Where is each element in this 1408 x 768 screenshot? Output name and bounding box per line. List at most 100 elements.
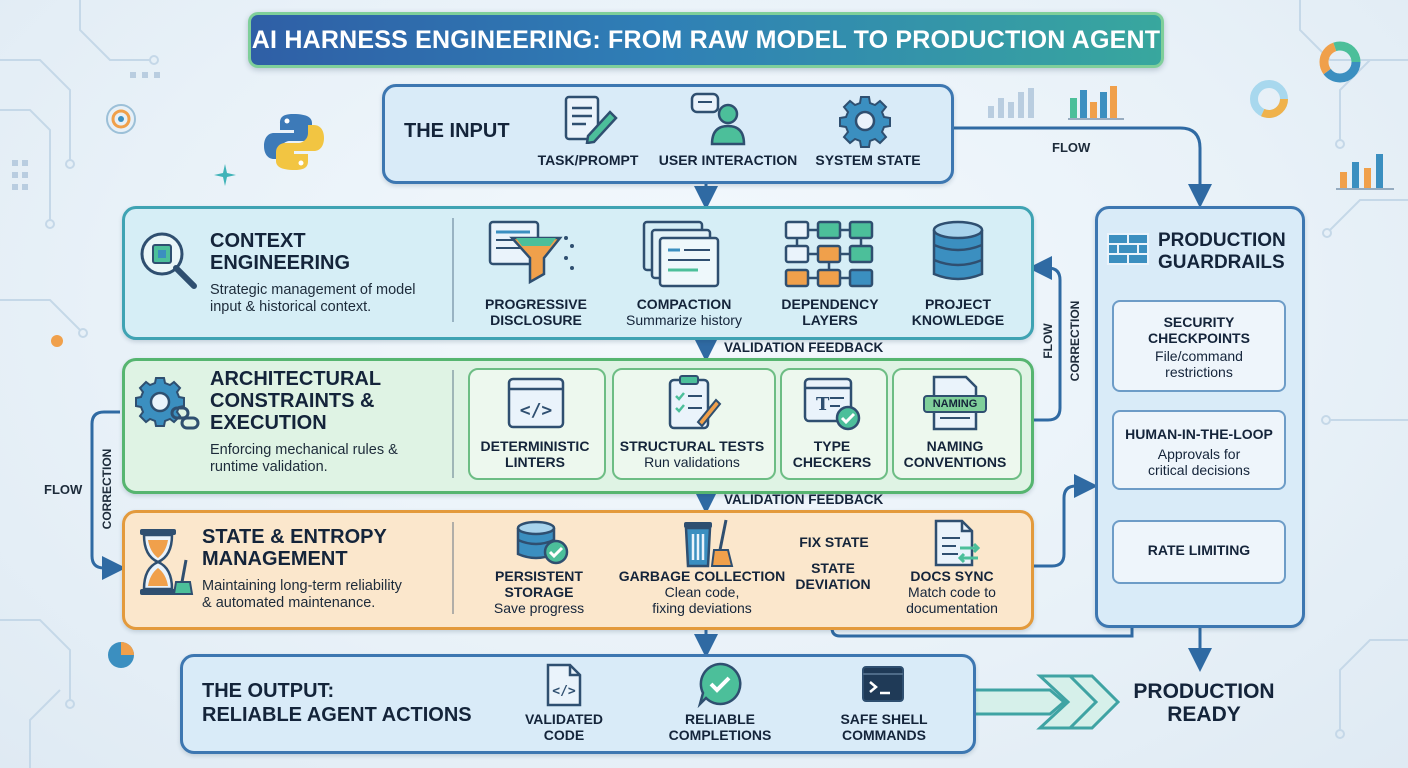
gear-chain-icon bbox=[135, 377, 200, 430]
arch-item-label: CONVENTIONS bbox=[903, 454, 1007, 470]
state-item-sub: Save progress bbox=[493, 600, 585, 616]
naming-badge: NAMING bbox=[932, 398, 978, 410]
output-item-safe-shell-commands: SAFE SHELL COMMANDS bbox=[816, 711, 952, 743]
pie-chart-icon bbox=[108, 642, 134, 668]
state-title-line2: MANAGEMENT bbox=[202, 548, 348, 570]
guardrail-card-title: SECURITY bbox=[1163, 314, 1235, 330]
flow-label: FLOW bbox=[1052, 140, 1091, 155]
code-window-icon: </> bbox=[507, 377, 565, 429]
arch-item-label: NAMING bbox=[926, 438, 984, 454]
output-item-reliable-completions: RELIABLE COMPLETIONS bbox=[650, 711, 790, 743]
state-deviation-line: STATE bbox=[811, 560, 855, 576]
arch-item-sub: Run validations bbox=[644, 454, 740, 470]
correction-label: CORRECTION bbox=[100, 448, 114, 530]
arch-title-line3: EXECUTION bbox=[210, 412, 327, 434]
title-banner: AI HARNESS ENGINEERING: FROM RAW MODEL T… bbox=[248, 12, 1164, 68]
bar-chart-icon bbox=[1336, 154, 1394, 190]
arch-item-label: TYPE bbox=[813, 438, 851, 454]
validation-feedback-label: VALIDATION FEEDBACK bbox=[724, 340, 884, 355]
input-item-task-prompt: TASK/PROMPT bbox=[537, 152, 639, 168]
guardrails-title-line1: PRODUCTION bbox=[1158, 230, 1286, 251]
state-item-label: STORAGE bbox=[504, 584, 574, 600]
brick-wall-icon bbox=[1107, 233, 1149, 265]
validation-feedback-label: VALIDATION FEEDBACK bbox=[724, 492, 884, 507]
sparkle-icon bbox=[214, 164, 236, 186]
fix-state-label: FIX STATE bbox=[799, 534, 869, 550]
document-pen-icon bbox=[564, 95, 618, 144]
chat-check-icon bbox=[697, 662, 742, 708]
output-item-label: COMMANDS bbox=[842, 727, 926, 743]
context-divider bbox=[452, 218, 454, 322]
donut-chart-icon bbox=[1319, 41, 1361, 83]
naming-document-icon bbox=[923, 375, 987, 431]
state-divider bbox=[452, 522, 454, 614]
state-item-docs-sync: DOCS SYNC Match code to documentation bbox=[884, 568, 1020, 616]
output-item-label: COMPLETIONS bbox=[668, 727, 772, 743]
target-icon bbox=[106, 104, 136, 134]
context-item-label: PROJECT bbox=[924, 296, 992, 312]
guardrail-card-sub: restrictions bbox=[1165, 364, 1233, 380]
dot-icon bbox=[51, 335, 63, 347]
gear-icon bbox=[839, 96, 891, 148]
stacked-documents-icon bbox=[642, 220, 720, 288]
flow-label: FLOW bbox=[1041, 323, 1055, 359]
arch-item-label: DETERMINISTIC bbox=[480, 438, 590, 454]
arch-item-structural-tests: STRUCTURAL TESTS Run validations bbox=[612, 438, 772, 470]
state-item-persistent-storage: PERSISTENT STORAGE Save progress bbox=[474, 568, 604, 616]
state-entropy-section bbox=[122, 510, 1034, 630]
svg-text:</>: </> bbox=[552, 684, 576, 699]
guardrails-title-line2: GUARDRAILS bbox=[1158, 252, 1285, 273]
trash-broom-icon bbox=[684, 519, 734, 568]
context-item-label: PROGRESSIVE bbox=[485, 296, 587, 312]
state-desc-line2: & automated maintenance. bbox=[202, 595, 376, 611]
output-item-label: CODE bbox=[543, 727, 585, 743]
state-item-sub: Match code to bbox=[908, 584, 996, 600]
output-title-line2: RELIABLE AGENT ACTIONS bbox=[202, 704, 472, 726]
context-item-label: DEPENDENCY bbox=[781, 296, 879, 312]
context-item-label: LAYERS bbox=[802, 312, 858, 328]
output-title-line1: THE OUTPUT: bbox=[202, 680, 335, 702]
bar-chart-icon bbox=[988, 88, 1034, 118]
input-item-system-state: SYSTEM STATE bbox=[815, 152, 921, 168]
context-item-label: KNOWLEDGE bbox=[911, 312, 1005, 328]
code-file-icon: </> bbox=[546, 663, 582, 707]
page-title: AI HARNESS ENGINEERING: FROM RAW MODEL T… bbox=[251, 25, 1161, 54]
arch-item-label: STRUCTURAL TESTS bbox=[619, 438, 765, 454]
database-icon bbox=[932, 220, 984, 281]
output-item-label: VALIDATED bbox=[524, 711, 604, 727]
context-desc-line1: Strategic management of model bbox=[210, 282, 416, 298]
state-item-label: DOCS SYNC bbox=[910, 568, 994, 584]
guardrail-card-sub: Approvals for bbox=[1157, 446, 1241, 462]
context-item-sub: Summarize history bbox=[626, 312, 742, 328]
production-ready-line: READY bbox=[1167, 703, 1241, 726]
output-item-label: SAFE SHELL bbox=[840, 711, 928, 727]
flow-label: FLOW bbox=[44, 482, 83, 497]
guardrail-card-rate-limiting: RATE LIMITING bbox=[1112, 520, 1286, 584]
output-item-label: RELIABLE bbox=[685, 711, 755, 727]
input-item-user-interaction: USER INTERACTION bbox=[658, 152, 798, 168]
arch-title-line2: CONSTRAINTS & bbox=[210, 390, 375, 412]
guardrail-card-sub: critical decisions bbox=[1148, 462, 1250, 478]
state-title-line1: STATE & ENTROPY bbox=[202, 526, 387, 548]
context-item-project-knowledge: PROJECT KNOWLEDGE bbox=[894, 296, 1022, 328]
context-item-dependency-layers: DEPENDENCY LAYERS bbox=[766, 296, 894, 328]
guardrail-card-title: CHECKPOINTS bbox=[1148, 330, 1250, 346]
state-item-label: PERSISTENT bbox=[495, 568, 583, 584]
input-title: THE INPUT bbox=[404, 120, 510, 142]
state-item-label: GARBAGE COLLECTION bbox=[618, 568, 786, 584]
state-deviation-label: STATE DEVIATION bbox=[788, 560, 878, 592]
guardrail-card-human-in-the-loop: HUMAN-IN-THE-LOOP Approvals for critical… bbox=[1112, 410, 1286, 490]
python-logo-icon bbox=[264, 114, 324, 170]
context-item-compaction: COMPACTION Summarize history bbox=[606, 296, 762, 328]
svg-text:</>: </> bbox=[520, 400, 553, 421]
context-engineering-section bbox=[122, 206, 1034, 340]
arch-item-label: CHECKERS bbox=[792, 454, 872, 470]
context-title-line1: CONTEXT bbox=[210, 230, 306, 252]
context-item-label: COMPACTION bbox=[636, 296, 732, 312]
arch-item-label: LINTERS bbox=[505, 454, 565, 470]
state-item-sub: Clean code, bbox=[664, 584, 740, 600]
production-ready-line: PRODUCTION bbox=[1133, 680, 1275, 703]
output-item-validated-code: VALIDATED CODE bbox=[500, 711, 628, 743]
context-item-progressive-disclosure: PROGRESSIVE DISCLOSURE bbox=[472, 296, 600, 328]
